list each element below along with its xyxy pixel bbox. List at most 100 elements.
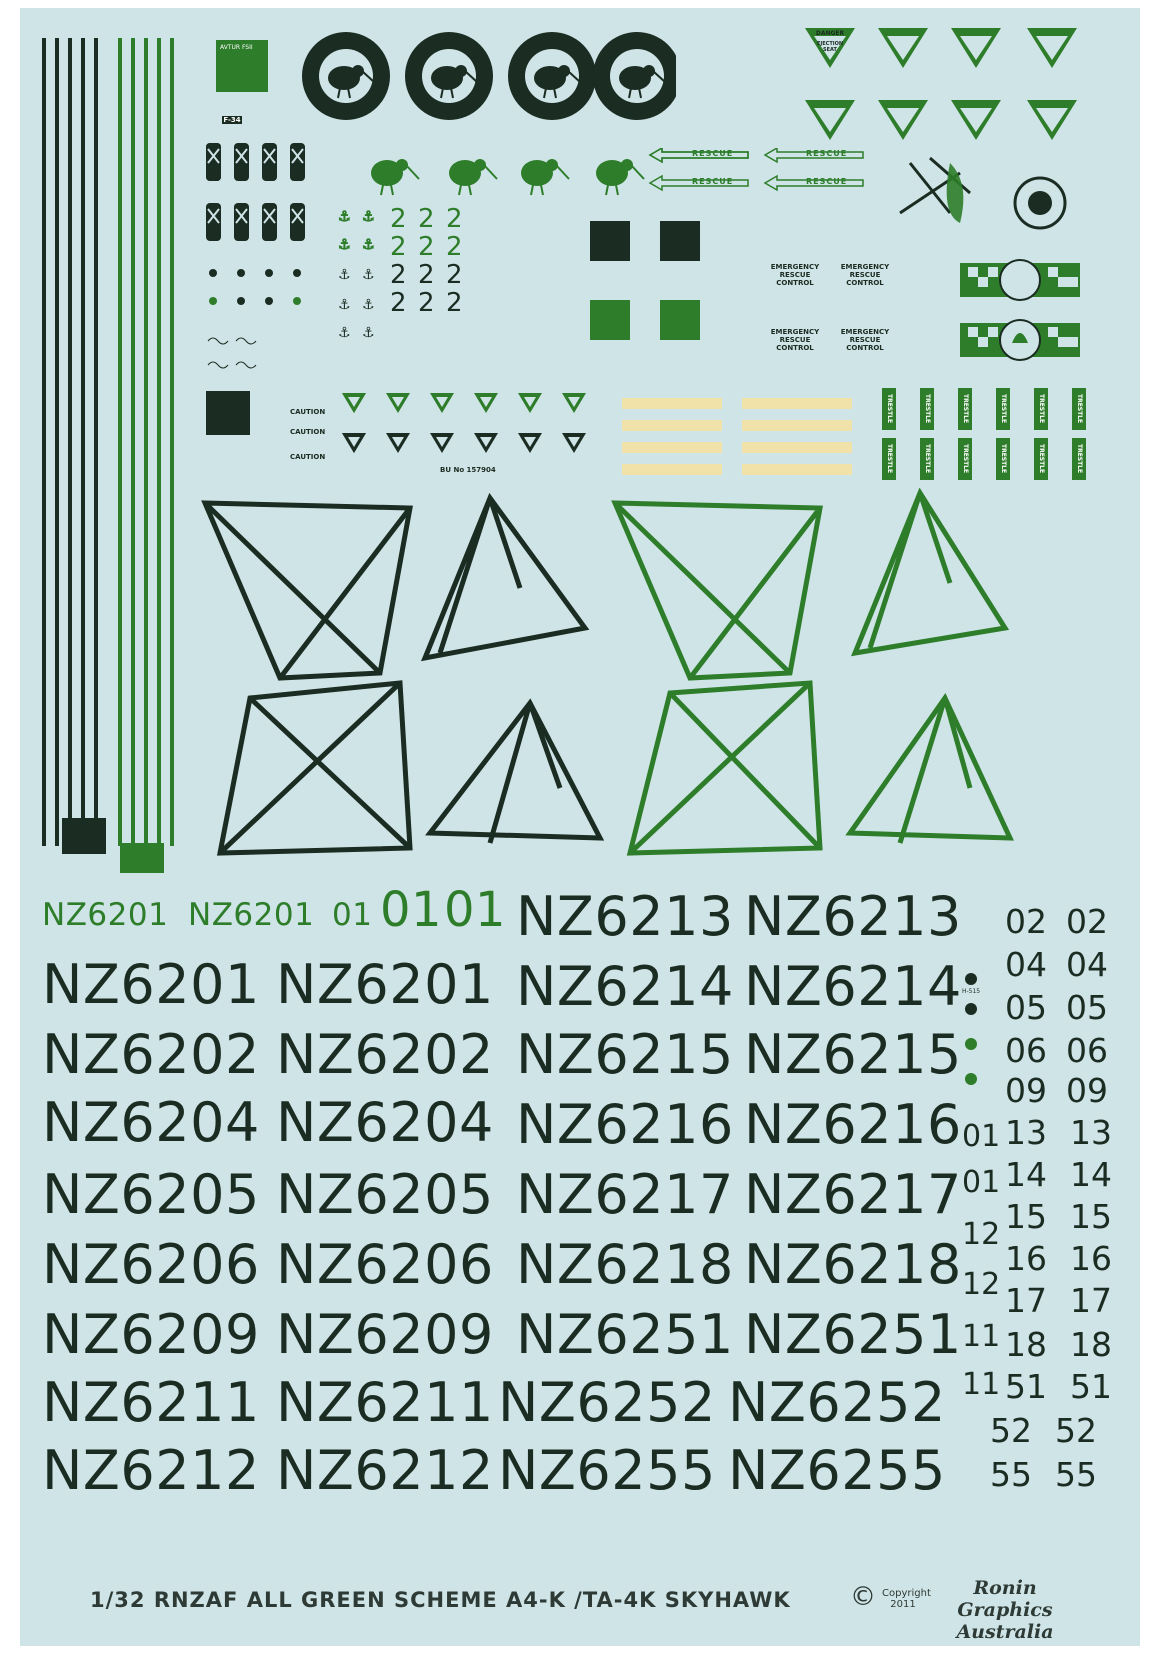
registration-green-2: NZ6201 bbox=[188, 897, 315, 933]
sheet-footer-title: 1/32 RNZAF ALL GREEN SCHEME A4-K /TA-4K … bbox=[90, 1588, 791, 1612]
registration-col1-row4: NZ6205 bbox=[42, 1163, 260, 1226]
brand-name: Ronin Graphics bbox=[957, 1577, 1053, 1621]
trestle-4: TRESTLE bbox=[996, 388, 1010, 430]
registration-col3-row9: NZ6255 bbox=[498, 1439, 716, 1502]
side-number: 52 bbox=[1055, 1411, 1097, 1450]
copyright-symbol: © bbox=[850, 1582, 876, 1612]
trestle-9: TRESTLE bbox=[958, 438, 972, 480]
h515-dot-green-2 bbox=[965, 1073, 977, 1085]
avtur-box-dark-3 bbox=[206, 391, 250, 435]
avtur-box-dark-4 bbox=[62, 818, 106, 854]
digit-2: 2 bbox=[390, 288, 407, 318]
registration-col3-row3: NZ6215 bbox=[516, 1023, 734, 1086]
copyright-block: Copyright 2011 bbox=[882, 1588, 931, 1610]
registration-col1-row5: NZ6206 bbox=[42, 1233, 260, 1296]
modex-green-3: 01 bbox=[444, 882, 507, 938]
brand-country: Australia bbox=[956, 1620, 1054, 1643]
registration-col4-row8: NZ6252 bbox=[728, 1371, 946, 1434]
side-number: 13 bbox=[1070, 1113, 1112, 1152]
side-number-single: 01 bbox=[962, 1119, 1001, 1154]
modex-green-1: 01 bbox=[332, 897, 373, 933]
f34-label: F-34 bbox=[222, 116, 242, 124]
svg-text:⚓: ⚓ bbox=[338, 297, 351, 313]
h515-label: H-515 bbox=[962, 988, 981, 995]
digit-2: 2 bbox=[390, 232, 407, 262]
stripe-dark-5 bbox=[94, 38, 98, 846]
side-number: 06 bbox=[1005, 1031, 1047, 1070]
registration-col2-row6: NZ6209 bbox=[276, 1303, 494, 1366]
step-markings bbox=[206, 143, 306, 369]
yellow-stripe-4 bbox=[622, 464, 722, 475]
side-number: 09 bbox=[1066, 1071, 1108, 1110]
rescue-arrows bbox=[648, 148, 864, 191]
trestle-2: TRESTLE bbox=[920, 388, 934, 430]
stripe-green-1 bbox=[118, 38, 122, 846]
registration-col4-row4: NZ6216 bbox=[744, 1093, 962, 1156]
avtur-box-dark-2 bbox=[660, 221, 700, 261]
registration-col1-row6: NZ6209 bbox=[42, 1303, 260, 1366]
side-number: 06 bbox=[1066, 1031, 1108, 1070]
side-number: 02 bbox=[1005, 902, 1047, 941]
registration-col2-row5: NZ6206 bbox=[276, 1233, 494, 1296]
trestle-6: TRESTLE bbox=[1072, 388, 1086, 430]
registration-col3-row6: NZ6218 bbox=[516, 1233, 734, 1296]
registration-col3-row5: NZ6217 bbox=[516, 1163, 734, 1226]
rescue-label-3: RESCUE bbox=[692, 177, 734, 186]
registration-col4-row1: NZ6213 bbox=[744, 885, 962, 948]
yellow-stripe-7 bbox=[742, 442, 852, 453]
registration-col3-row7: NZ6251 bbox=[516, 1303, 734, 1366]
emergency-rescue-label-3: EMERGENCY RESCUE CONTROL bbox=[770, 328, 820, 352]
side-number-single: 11 bbox=[962, 1367, 1001, 1402]
registration-col3-row1: NZ6213 bbox=[516, 885, 734, 948]
avtur-box-green-3 bbox=[120, 843, 164, 873]
side-number: 02 bbox=[1066, 902, 1108, 941]
side-number: 15 bbox=[1070, 1197, 1112, 1236]
registration-col2-row7: NZ6211 bbox=[276, 1371, 494, 1434]
yellow-stripe-5 bbox=[742, 398, 852, 409]
trestle-3: TRESTLE bbox=[958, 388, 972, 430]
kiwi-green-row bbox=[371, 158, 645, 196]
rescue-label-1: RESCUE bbox=[692, 149, 734, 158]
yellow-stripe-8 bbox=[742, 464, 852, 475]
side-number: 04 bbox=[1005, 945, 1047, 984]
avtur-box-dark-1 bbox=[590, 221, 630, 261]
side-number: 16 bbox=[1005, 1239, 1047, 1278]
svg-text:⚓: ⚓ bbox=[362, 209, 375, 225]
side-number: 13 bbox=[1005, 1113, 1047, 1152]
stripe-dark-1 bbox=[42, 38, 46, 846]
trestle-7: TRESTLE bbox=[882, 438, 896, 480]
registration-col4-row3: NZ6215 bbox=[744, 1023, 962, 1086]
registration-col2-row1: NZ6201 bbox=[276, 953, 494, 1016]
registration-col1-row1: NZ6201 bbox=[42, 953, 260, 1016]
registration-col1-row2: NZ6202 bbox=[42, 1023, 260, 1086]
registration-col3-row8: NZ6252 bbox=[498, 1371, 716, 1434]
modex-green-2: 01 bbox=[380, 882, 443, 938]
side-number: 09 bbox=[1005, 1071, 1047, 1110]
brand-block: Ronin Graphics Australia bbox=[925, 1577, 1085, 1644]
avtur-box-green-2 bbox=[660, 300, 700, 340]
anchor-grid: ⚓ ⚓ ⚓ ⚓ ⚓ ⚓ ⚓ ⚓ ⚓ ⚓ bbox=[338, 209, 375, 342]
svg-text:⚓: ⚓ bbox=[338, 267, 351, 283]
kiwi-roundels bbox=[302, 31, 676, 121]
side-number: 55 bbox=[990, 1455, 1032, 1494]
registration-col4-row9: NZ6255 bbox=[728, 1439, 946, 1502]
svg-text:⚓: ⚓ bbox=[362, 297, 375, 313]
side-number: 18 bbox=[1070, 1325, 1112, 1364]
registration-col3-row2: NZ6214 bbox=[516, 955, 734, 1018]
stripe-green-3 bbox=[144, 38, 148, 846]
side-number: 05 bbox=[1005, 988, 1047, 1027]
caution-label-1: CAUTION bbox=[290, 408, 326, 416]
rescue-label-2: RESCUE bbox=[806, 149, 848, 158]
side-number-single: 01 bbox=[962, 1165, 1001, 1200]
danger-triangles bbox=[805, 28, 1077, 140]
trestle-8: TRESTLE bbox=[920, 438, 934, 480]
copyright-year: 2011 bbox=[890, 1599, 916, 1610]
yellow-stripe-2 bbox=[622, 420, 722, 431]
walkway-outlines-dark bbox=[201, 492, 605, 856]
rescue-label-4: RESCUE bbox=[806, 177, 848, 186]
avtur-box-green-1 bbox=[590, 300, 630, 340]
side-number: 18 bbox=[1005, 1325, 1047, 1364]
side-number: 14 bbox=[1070, 1155, 1112, 1194]
stripe-green-5 bbox=[170, 38, 174, 846]
side-number: 17 bbox=[1070, 1281, 1112, 1320]
